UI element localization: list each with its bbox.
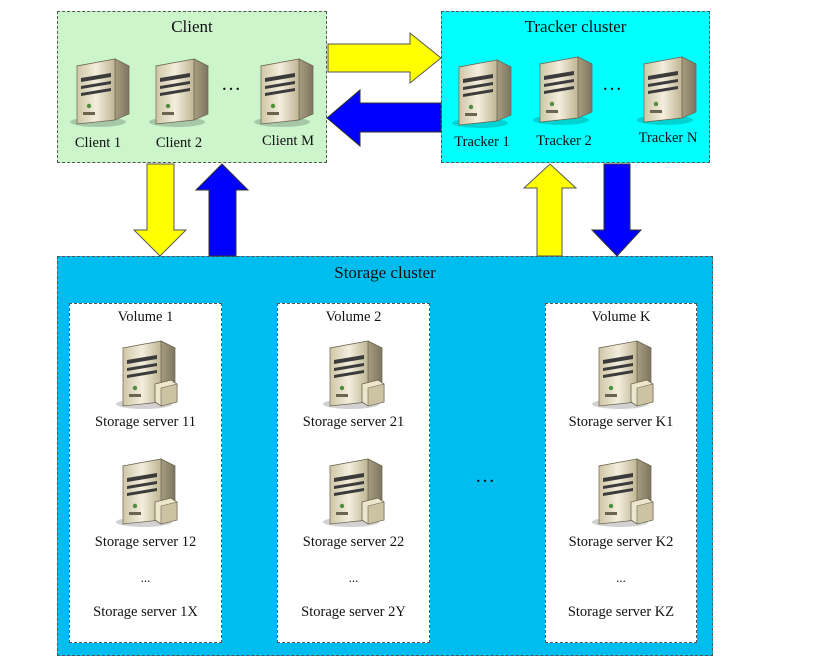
tracker-node-label: Tracker 2 <box>536 133 592 149</box>
storage-server-label: Storage server 1X <box>93 604 198 620</box>
storage-server-label: Storage server 21 <box>302 414 405 430</box>
request-arrow <box>522 163 578 257</box>
storage-title: Storage cluster <box>334 263 436 282</box>
tracker-node-label: Tracker 1 <box>454 134 510 150</box>
client-node-label: Client 1 <box>74 135 122 151</box>
storage-server-label: Storage server 22 <box>302 534 405 550</box>
volume-title: Volume 2 <box>325 309 382 325</box>
volume-ellipsis: ... <box>616 570 626 585</box>
volume-ellipsis: ... <box>348 570 359 585</box>
client-node-label: Client 2 <box>155 135 203 151</box>
request-arrow <box>132 163 188 257</box>
storage-server-label: Storage server KZ <box>567 604 675 620</box>
tracker-node-label: Tracker N <box>638 130 698 146</box>
tracker-cluster-group: Tracker cluster Tracker 1 Tracker 2 … Tr… <box>441 11 710 163</box>
volume-group: Volume K Storage server K1 Storage serve… <box>545 303 697 643</box>
volume-ellipsis: ... <box>140 570 151 585</box>
volume-group: Volume 2 Storage server 21 Storage serve… <box>277 303 430 643</box>
tracker-title: Tracker cluster <box>524 17 627 36</box>
tracker-ellipsis: … <box>602 73 623 95</box>
client-group: Client Client 1 Client 2 … Client M <box>57 11 327 163</box>
storage-server-label: Storage server 2Y <box>301 604 406 620</box>
client-title: Client <box>171 17 213 36</box>
volume-group: Volume 1 Storage server 11 Storage serve… <box>69 303 222 643</box>
client-node-label: Client M <box>262 133 314 149</box>
response-arrow <box>326 88 442 148</box>
storage-cluster-group: Storage cluster Volume 1 Storage server … <box>57 256 713 656</box>
client-ellipsis: … <box>221 73 242 95</box>
volume-title: Volume K <box>591 309 651 325</box>
volume-ellipsis: … <box>475 465 496 487</box>
response-arrow <box>590 163 643 257</box>
storage-server-label: Storage server 12 <box>94 534 197 550</box>
request-arrow <box>327 31 442 85</box>
storage-server-label: Storage server 11 <box>95 414 196 430</box>
response-arrow <box>194 163 250 257</box>
storage-server-label: Storage server K1 <box>568 414 674 430</box>
volume-title: Volume 1 <box>117 309 174 325</box>
storage-server-label: Storage server K2 <box>568 534 674 550</box>
